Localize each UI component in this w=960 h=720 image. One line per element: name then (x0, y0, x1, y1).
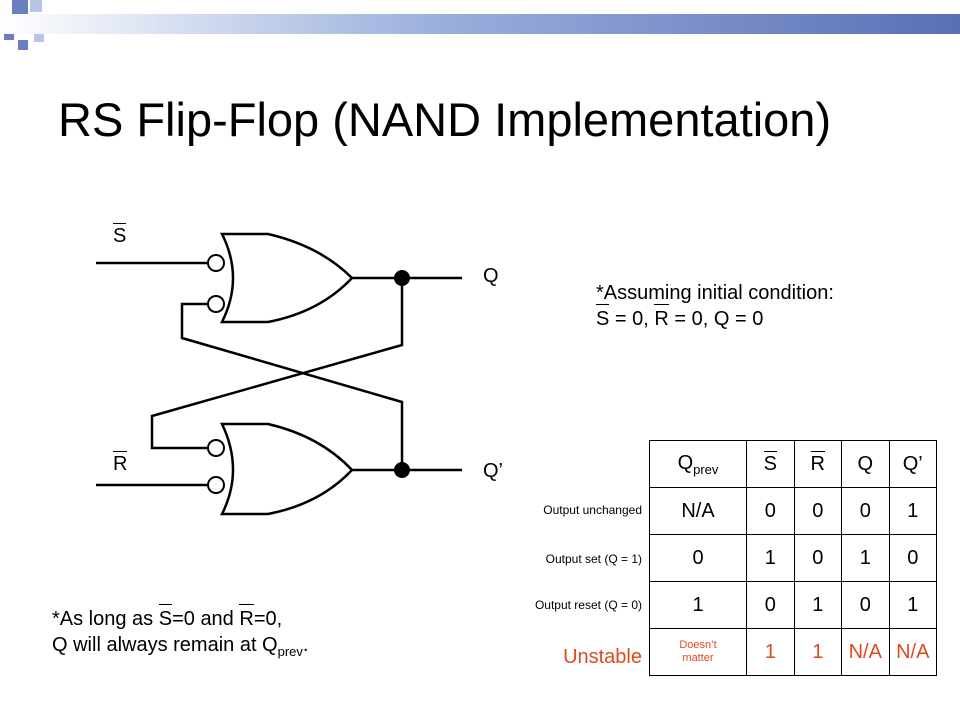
cell-s: 0 (746, 581, 795, 629)
bottom-nand-gate (219, 422, 354, 516)
table-header-row: Qprev S R Q Q’ (649, 440, 937, 488)
input-r-label: R (113, 451, 128, 475)
cell-s: 0 (746, 487, 795, 535)
initial-condition-note: *Assuming initial condition: S = 0, R = … (596, 282, 834, 330)
cell-q: 0 (841, 581, 890, 629)
cell-qprev: 1 (649, 581, 747, 629)
cell-r: 1 (793, 628, 842, 676)
title-gradient-bar (0, 14, 960, 34)
table-row: 1 0 1 0 1 (649, 581, 937, 629)
cell-qprime: 1 (888, 581, 937, 629)
header-s: S (746, 440, 795, 488)
output-q-label: Q (483, 265, 499, 287)
header-q: Q (841, 440, 890, 488)
top-nand-gate (219, 232, 354, 324)
cell-r: 0 (793, 534, 842, 582)
header-qprime: Q’ (888, 440, 937, 488)
page-title: RS Flip-Flop (NAND Implementation) (58, 93, 832, 146)
cell-q: N/A (841, 628, 890, 676)
row-label-set: Output set (Q = 1) (545, 552, 642, 566)
qprime-junction-dot (394, 462, 410, 478)
cell-qprime: 1 (888, 487, 937, 535)
cell-s: 1 (746, 534, 795, 582)
header-qprev: Qprev (649, 440, 747, 488)
row-label-unchanged: Output unchanged (543, 503, 642, 517)
cell-s: 1 (746, 628, 795, 676)
output-qprime-label: Q’ (483, 460, 503, 482)
truth-table: Qprev S R Q Q’ N/A 0 0 0 1 0 1 0 1 0 1 0… (649, 440, 937, 676)
input-s-label: S (113, 223, 127, 247)
prev-state-note: *As long as S=0 and R=0, Q will always r… (52, 604, 309, 659)
table-row: Doesn’t matter 1 1 N/A N/A (649, 628, 937, 676)
cell-qprev: N/A (649, 487, 747, 535)
cell-qprime: 0 (888, 534, 937, 582)
row-label-unstable: Unstable (563, 646, 642, 668)
table-row: N/A 0 0 0 1 (649, 487, 937, 535)
row-label-reset: Output reset (Q = 0) (534, 598, 642, 612)
cell-r: 0 (793, 487, 842, 535)
table-row: 0 1 0 1 0 (649, 534, 937, 582)
cell-qprev: 0 (649, 534, 747, 582)
q-junction-dot (394, 270, 410, 286)
header-r: R (793, 440, 842, 488)
cell-q: 1 (841, 534, 890, 582)
cell-q: 0 (841, 487, 890, 535)
cell-r: 1 (793, 581, 842, 629)
cell-qprime: N/A (888, 628, 937, 676)
cell-qprev: Doesn’t matter (649, 628, 747, 676)
